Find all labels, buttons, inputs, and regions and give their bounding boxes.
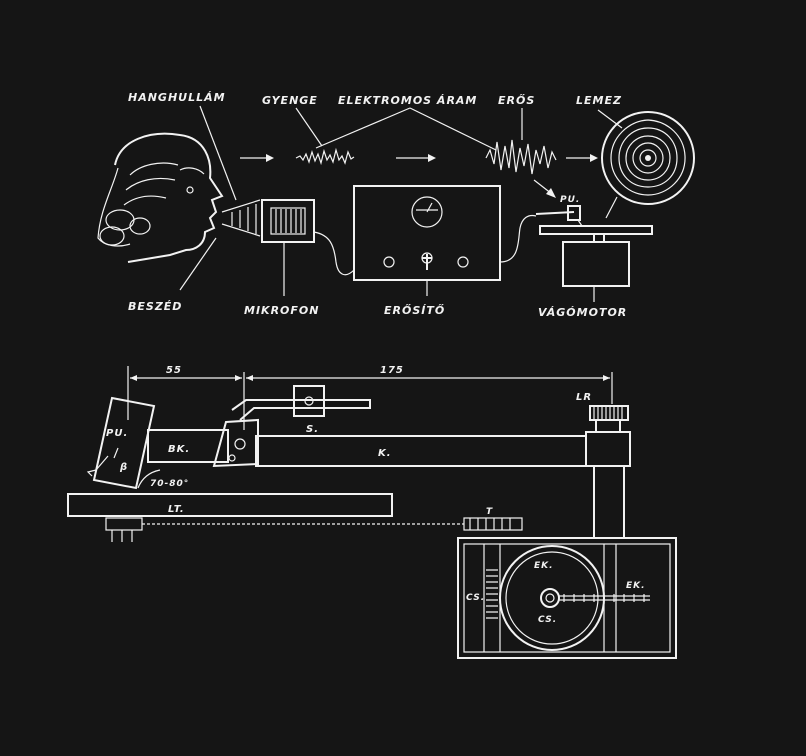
- angle-arc: [137, 469, 161, 489]
- sound-wave-cone: [221, 199, 261, 237]
- motor-housing: [457, 537, 677, 659]
- label-gyenge: GYENGE: [262, 94, 318, 107]
- dim-55: 55: [166, 365, 182, 376]
- arm-bk: [147, 429, 229, 463]
- cutter-head: [535, 205, 583, 227]
- microphone-box: [261, 199, 315, 243]
- label-eros: ERŐS: [498, 93, 535, 107]
- label-beta: β: [119, 462, 128, 473]
- label-cs-left: CS.: [466, 593, 485, 603]
- turntable-plate-lt: [67, 493, 393, 517]
- amp-cutter-cable: [499, 214, 537, 263]
- label-lemez: LEMEZ: [576, 94, 622, 107]
- drive-belt: [105, 517, 523, 542]
- turntable-platter: [539, 225, 653, 235]
- label-t: T: [486, 507, 493, 517]
- label-lt: LT.: [168, 504, 185, 515]
- support-column: [585, 405, 631, 538]
- label-s: S.: [306, 424, 319, 435]
- label-hanghullam: HANGHULLÁM: [128, 91, 226, 104]
- label-angle: 70-80°: [150, 479, 189, 489]
- turntable-spindle: [593, 234, 605, 242]
- label-ek-side: EK.: [626, 581, 646, 591]
- top-leader-lines: [179, 105, 623, 302]
- label-pu-top: PU.: [560, 195, 580, 205]
- label-lr: LR: [576, 392, 592, 403]
- record-disc: [601, 111, 695, 205]
- strong-signal-wave: [485, 139, 557, 175]
- label-bk: BK.: [168, 444, 190, 455]
- label-cs-center: CS.: [538, 615, 557, 625]
- signal-flow-arrows: [240, 154, 598, 198]
- label-vagomotor: VÁGÓMOTOR: [538, 306, 627, 319]
- pickup-head: [86, 396, 156, 490]
- pivot-block: [212, 418, 259, 468]
- label-elektromos-aram: ELEKTROMOS ÁRAM: [338, 94, 477, 107]
- dim-175: 175: [380, 365, 404, 376]
- weak-signal-wave: [295, 147, 355, 166]
- cutting-motor: [562, 241, 630, 287]
- label-erosito: ERŐSÍTŐ: [384, 303, 445, 317]
- label-mikrofon: MIKROFON: [244, 304, 319, 317]
- label-k: K.: [378, 448, 392, 459]
- speaking-head-illustration: [97, 132, 224, 263]
- amplifier-box: [353, 185, 501, 281]
- slider-s: [231, 385, 371, 421]
- label-beszed: BESZÉD: [128, 300, 182, 313]
- mic-amp-cable: [313, 231, 355, 276]
- dimension-lines: [127, 366, 613, 430]
- label-ek-wheel: EK.: [534, 561, 554, 571]
- label-pu: PU.: [106, 428, 128, 439]
- arm-k: [255, 435, 587, 467]
